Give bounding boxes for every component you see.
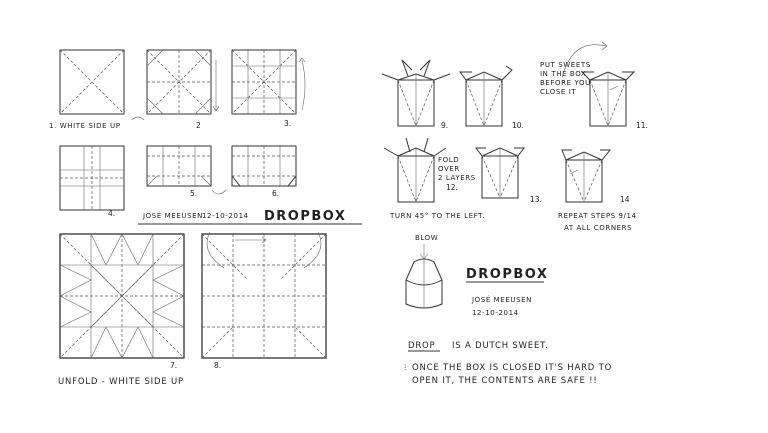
drop-definition: IS A DUTCH SWEET. [452, 341, 549, 351]
step-12-label: 12. [446, 183, 458, 192]
step-13-label: 13. [530, 195, 542, 204]
step-3-diagram [231, 49, 297, 115]
sweets-note-line3: BEFORE YOU [540, 79, 591, 87]
step-8-diagram [201, 233, 327, 359]
step-3-label: 3. [284, 119, 291, 128]
step-4-diagram [59, 145, 125, 211]
description-line2: OPEN IT, THE CONTENTS ARE SAFE !! [412, 376, 598, 386]
unfold-note: UNFOLD - WHITE SIDE UP [58, 377, 184, 387]
step-3-arrow [301, 59, 306, 111]
step-2-label: 2 [196, 121, 201, 130]
step-7-label: 7. [170, 361, 177, 370]
step-8-label: 8. [214, 361, 221, 370]
right-title: DROPBOX [466, 267, 548, 282]
repeat-note-line1: REPEAT STEPS 9/14 [558, 212, 637, 220]
turn-over-icon [131, 116, 145, 121]
left-date: 12-10-2014 [202, 212, 249, 220]
description-line1: ONCE THE BOX IS CLOSED IT'S HARD TO [412, 363, 612, 373]
note-bullet-icon: ⵗ [404, 363, 406, 372]
step-13-diagram [475, 147, 525, 199]
step-9-diagram [381, 59, 451, 127]
blow-label: BLOW [415, 234, 438, 242]
sweets-note-line1: PUT SWEETS [540, 61, 591, 69]
step-5-arrow [211, 189, 227, 195]
fold-note-line2: OVER [438, 165, 460, 173]
step-5-diagram [146, 145, 212, 187]
step-5-label: 5. [190, 189, 197, 198]
right-author: JOSÉ MEEUSEN [471, 295, 532, 304]
step-14-diagram [561, 149, 612, 203]
finished-box-diagram [405, 258, 443, 309]
drop-word: DROP [408, 341, 435, 351]
step-6-label: 6. [272, 189, 279, 198]
step-9-label: 9. [441, 121, 448, 130]
step-7-diagram [59, 233, 185, 359]
step-11-label: 11. [636, 121, 648, 130]
right-date: 12-10-2014 [472, 309, 519, 317]
step-2-diagram [146, 49, 212, 115]
step-8-arrow-right [303, 231, 322, 269]
step-12-diagram [383, 137, 447, 203]
step-8-arrow-left [206, 231, 225, 269]
repeat-note-line2: AT ALL CORNERS [564, 224, 632, 232]
sweets-arrow [561, 44, 607, 79]
step-1-diagram [59, 49, 125, 115]
step-14-label: 14 [620, 195, 630, 204]
left-title: DROPBOX [264, 209, 346, 224]
step-11-diagram [580, 71, 636, 127]
step-10-diagram [459, 65, 513, 127]
step-4-label: 4. [108, 209, 115, 218]
step-6-diagram [231, 145, 297, 187]
fold-note-line3: 2 LAYERS [438, 174, 476, 182]
step-1-label: 1. WHITE SIDE UP [49, 122, 121, 130]
step-10-label: 10. [512, 121, 524, 130]
left-author: JOSÉ MEEUSEN [142, 211, 203, 220]
sweets-note-line4: CLOSE IT [540, 88, 576, 96]
fold-note-line1: FOLD [438, 156, 459, 164]
turn-note: TURN 45° TO THE LEFT. [389, 212, 485, 220]
